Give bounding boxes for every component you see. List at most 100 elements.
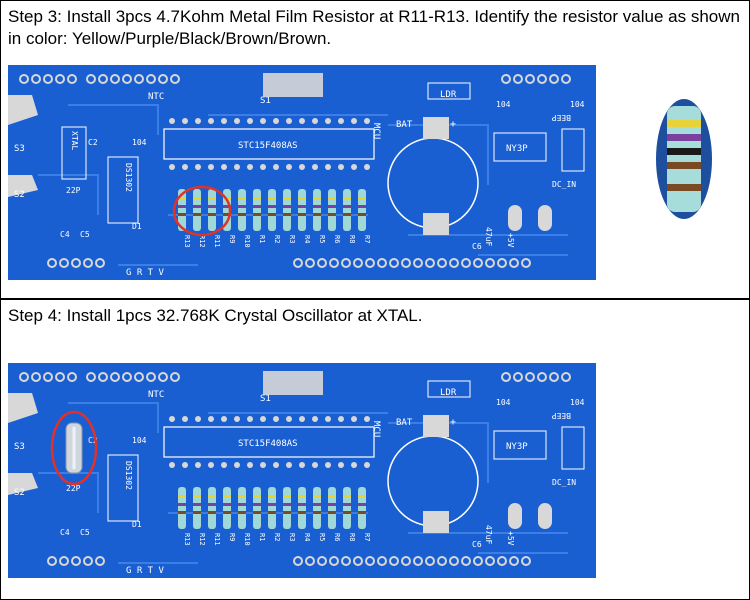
resistor-ref-label: R6	[333, 533, 341, 541]
resistor-band	[268, 503, 276, 506]
v5-label: +5V	[506, 531, 515, 546]
top-header-pads	[19, 372, 571, 382]
pad	[338, 164, 344, 170]
pad	[521, 556, 531, 566]
c6-value-label: 47uF	[484, 227, 493, 246]
pad	[247, 164, 253, 170]
resistor-band	[268, 511, 276, 514]
c2-value-label: 104	[132, 436, 147, 445]
pad	[71, 556, 81, 566]
pad	[208, 416, 214, 422]
resistor-ref-label: R12	[198, 235, 206, 248]
bat-plus-label: +	[450, 119, 456, 130]
pad	[47, 556, 57, 566]
resistor-row	[178, 487, 366, 529]
resistor-ref-label: R1	[258, 533, 266, 541]
resistor-band	[253, 205, 261, 208]
pad	[221, 416, 227, 422]
resistor-band	[178, 213, 186, 216]
resistor	[208, 189, 216, 231]
resistor-band	[268, 197, 276, 200]
resistor-band	[253, 511, 261, 514]
dc-in-label: DC_IN	[552, 478, 576, 487]
pad	[317, 556, 327, 566]
pad	[169, 118, 175, 124]
resistor-band	[358, 197, 366, 200]
pad	[234, 118, 240, 124]
resistor-band	[343, 503, 351, 506]
resistor-band	[298, 197, 306, 200]
pad	[509, 556, 519, 566]
pad	[273, 462, 279, 468]
ds1302-outline	[107, 454, 139, 522]
pad	[351, 164, 357, 170]
resistor-band	[283, 511, 291, 514]
c4-label: C4	[60, 528, 70, 537]
pad	[260, 462, 266, 468]
pad	[208, 164, 214, 170]
bottom-header-pads	[47, 258, 531, 268]
pad	[169, 416, 175, 422]
pad	[247, 118, 253, 124]
resistor-band	[328, 197, 336, 200]
ds1302-outline	[107, 156, 139, 224]
pad	[83, 258, 93, 268]
mcu-socket-pads	[169, 118, 370, 170]
resistor-band	[343, 197, 351, 200]
pad	[425, 556, 435, 566]
c2-label: C2	[88, 436, 98, 445]
resistor-band	[313, 503, 321, 506]
resistor-band	[313, 197, 321, 200]
resistor-band	[208, 213, 216, 216]
pad	[389, 556, 399, 566]
resistor-band	[223, 213, 231, 216]
resistor-ref-label: R13	[183, 235, 191, 248]
cap-104-label-a: 104	[496, 100, 511, 109]
ds1302-label: DS1302	[124, 163, 133, 192]
resistor	[313, 189, 321, 231]
pad	[521, 258, 531, 268]
resistor-ref-label: R11	[213, 235, 221, 248]
pcb-board-step3: STC15F408AS MCU NTC S1 LDR BAT + 104 104…	[8, 65, 596, 280]
ny3p-label: NY3P	[506, 442, 528, 452]
pad	[365, 556, 375, 566]
resistor	[193, 487, 201, 529]
mcu-socket-pads	[169, 416, 370, 468]
pad	[169, 462, 175, 468]
resistor-band	[313, 495, 321, 498]
pad	[449, 556, 459, 566]
pad	[537, 74, 547, 84]
bottom-header-pads	[47, 556, 531, 566]
pad	[98, 372, 108, 382]
c4-label: C4	[60, 230, 70, 239]
c5-label: C5	[80, 230, 90, 239]
band-purple	[667, 134, 701, 141]
resistor-band	[223, 503, 231, 506]
mcu-chip-label: STC15F408AS	[238, 439, 298, 449]
resistor-band	[328, 213, 336, 216]
pad	[485, 556, 495, 566]
resistor-band	[178, 197, 186, 200]
pad	[221, 118, 227, 124]
s3-label: S3	[14, 442, 25, 452]
resistor-band	[253, 213, 261, 216]
resistor-band	[193, 503, 201, 506]
resistor-band	[358, 213, 366, 216]
resistor-band	[253, 197, 261, 200]
pad	[286, 118, 292, 124]
step-4-caption: Step 4: Install 1pcs 32.768K Crystal Osc…	[8, 306, 423, 325]
pad	[234, 416, 240, 422]
pad	[134, 74, 144, 84]
s2-pad	[8, 473, 38, 495]
pad	[170, 372, 180, 382]
pad	[351, 118, 357, 124]
pad	[71, 258, 81, 268]
ds1302-label: DS1302	[124, 461, 133, 490]
ny3p-label: NY3P	[506, 144, 528, 154]
pad	[260, 416, 266, 422]
pad	[47, 258, 57, 268]
pcb-board-step4: STC15F408AS MCU NTC S1 LDR BAT + 104 104…	[8, 363, 596, 578]
pad	[67, 74, 77, 84]
resistor-band	[283, 205, 291, 208]
